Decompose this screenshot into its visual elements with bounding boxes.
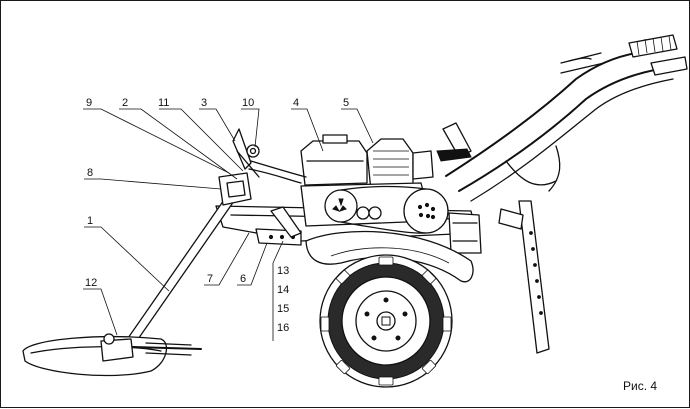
callout-13: 13: [277, 265, 289, 277]
engine: [300, 134, 449, 234]
figure-caption: Рис. 4: [623, 379, 658, 393]
callout-9: 9: [86, 97, 92, 109]
callout-3: 3: [201, 97, 207, 109]
handlebar: [436, 34, 688, 202]
mower-boom: [22, 128, 307, 377]
callout-5: 5: [343, 97, 349, 109]
wheel: [319, 254, 453, 388]
callout-14: 14: [277, 284, 289, 296]
leader-lines: [83, 108, 374, 341]
callout-2: 2: [122, 97, 128, 109]
callout-12: 12: [85, 277, 97, 289]
callout-16: 16: [277, 322, 289, 334]
callout-15: 15: [277, 303, 289, 315]
callout-6: 6: [240, 273, 246, 285]
callout-10: 10: [242, 97, 254, 109]
callout-11: 11: [158, 97, 169, 109]
callout-labels: 9 2 11 3 10 4 5 8 1 12 7 6 13 14 15 16: [85, 97, 349, 334]
callout-1: 1: [87, 215, 93, 227]
callout-7: 7: [207, 273, 213, 285]
callout-8: 8: [87, 167, 93, 179]
callout-4: 4: [293, 97, 299, 109]
rear-stand: [498, 200, 550, 354]
